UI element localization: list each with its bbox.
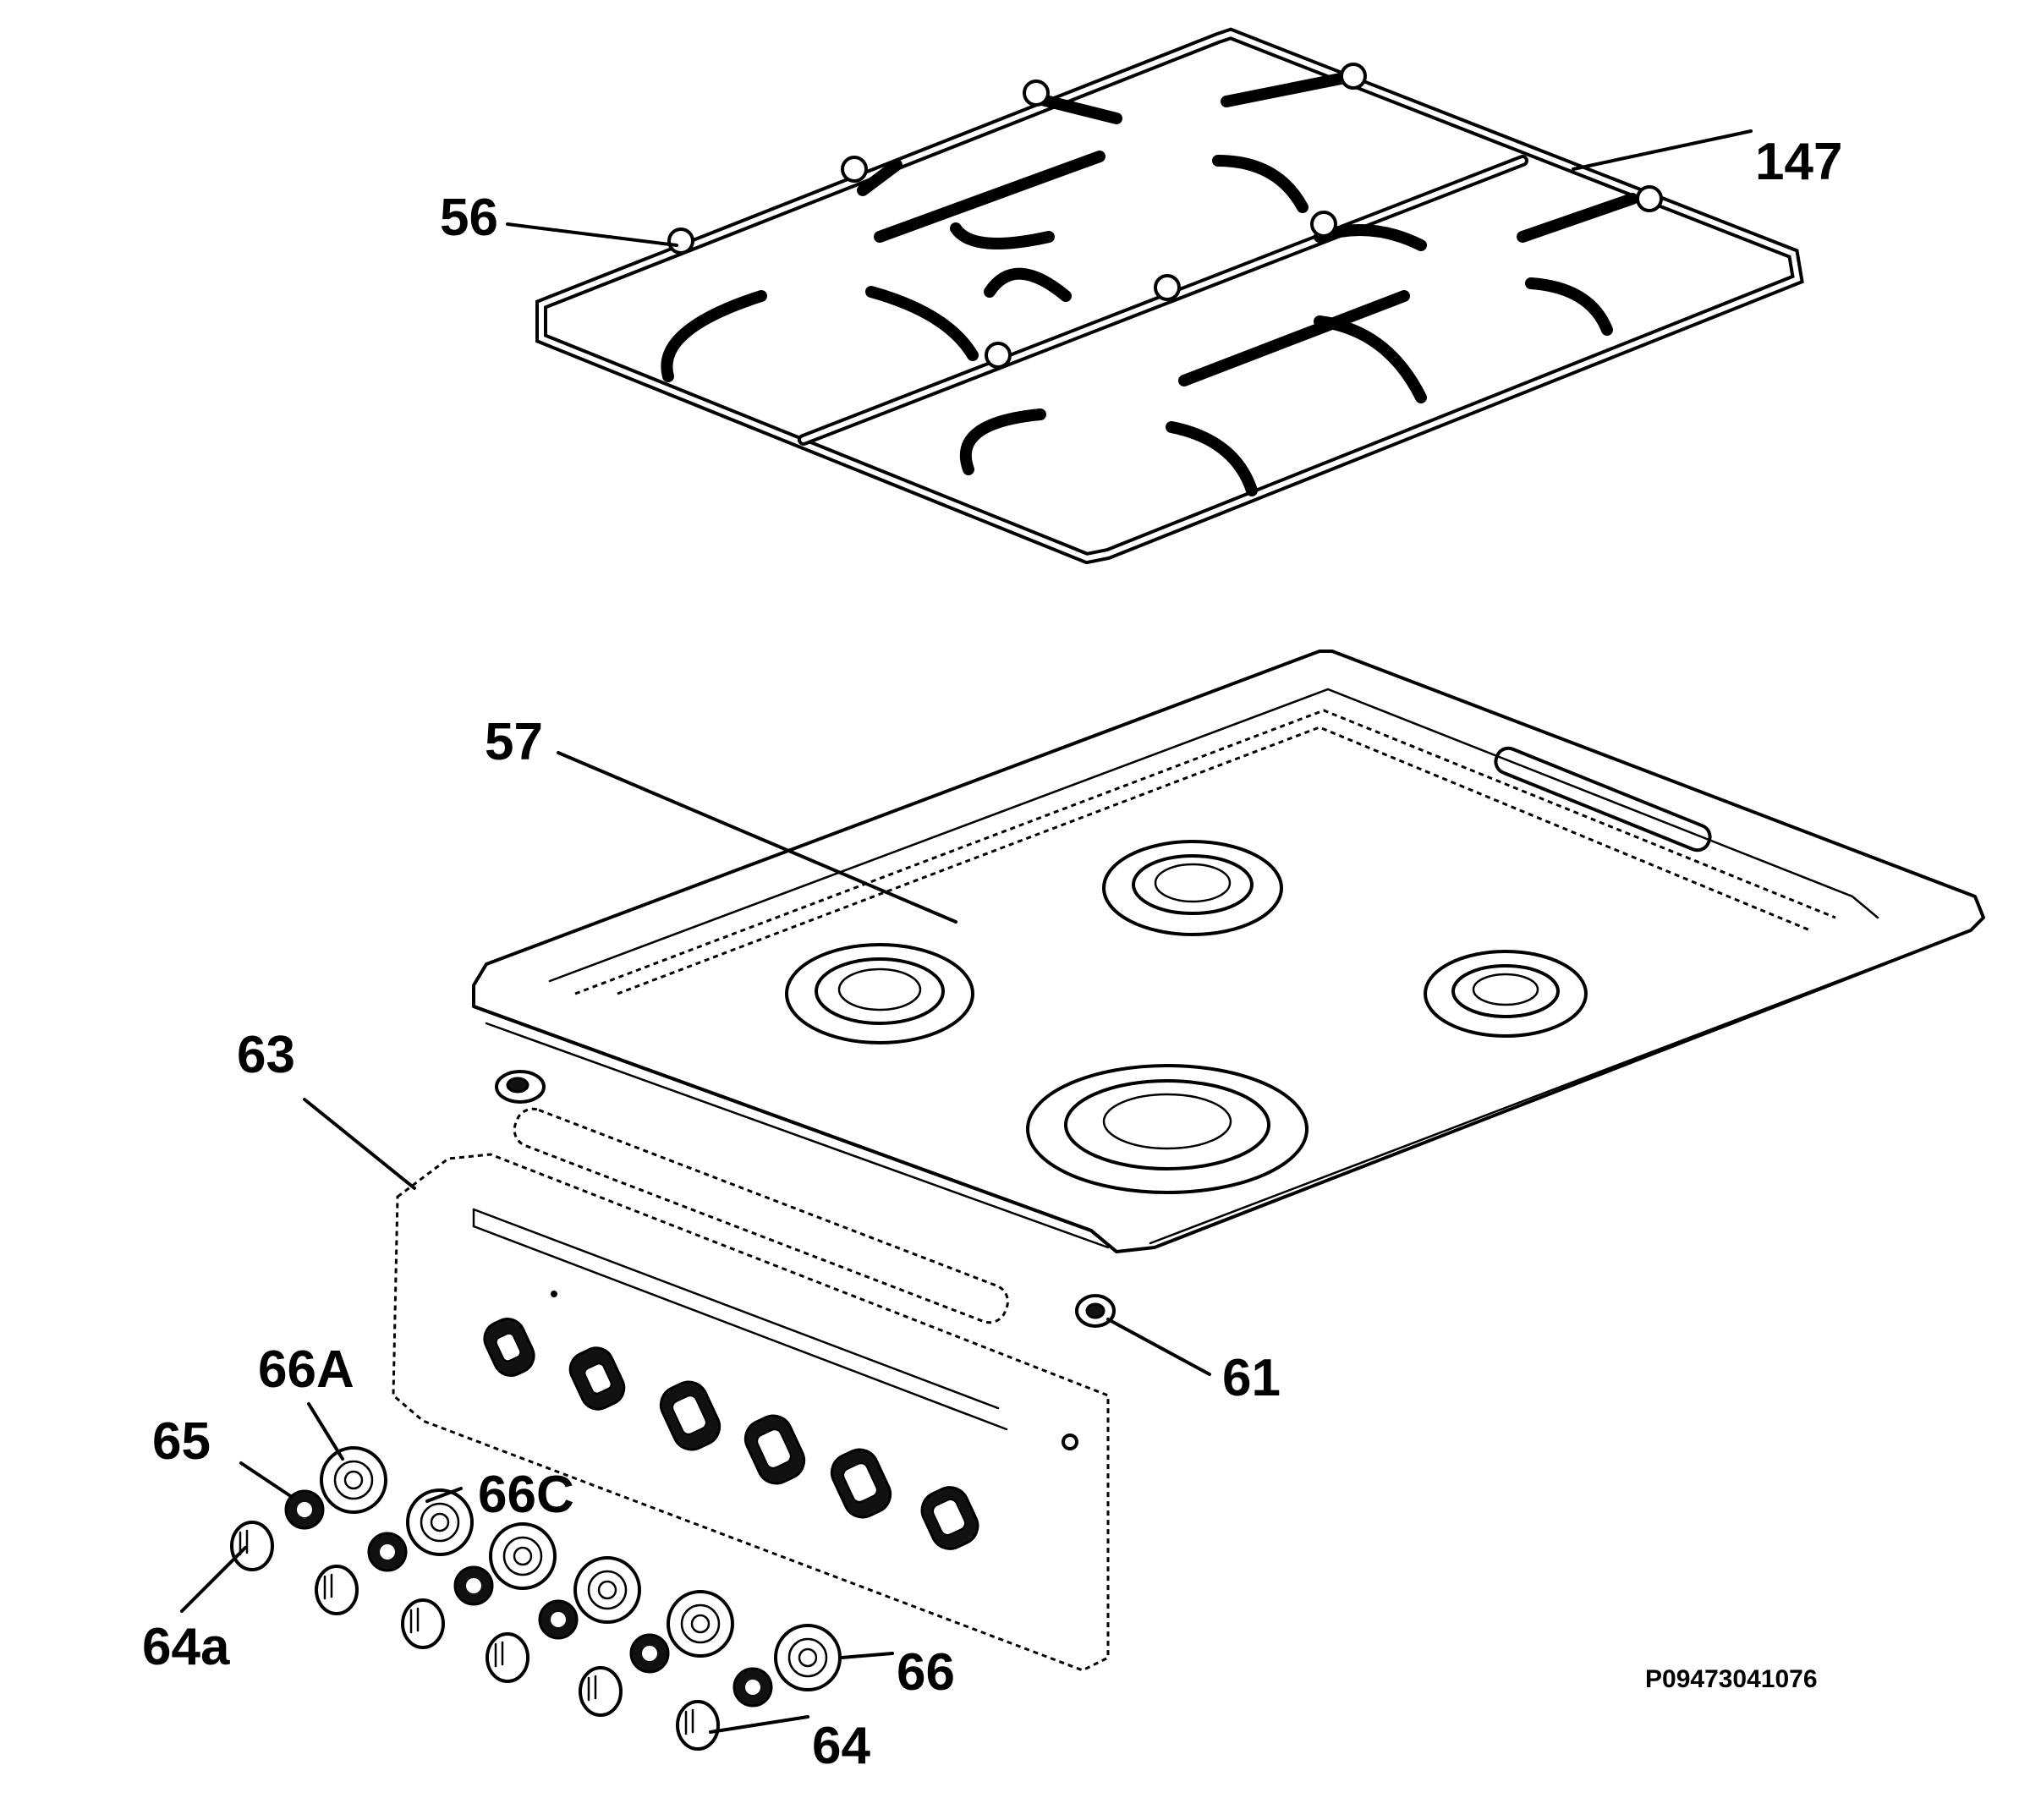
burner-right bbox=[1424, 950, 1588, 1038]
label-64: 64 bbox=[812, 1717, 870, 1775]
knob-set-2 bbox=[315, 1488, 474, 1615]
label-66C: 66C bbox=[478, 1466, 574, 1524]
leader-66C bbox=[425, 1487, 463, 1503]
hob-top-panel bbox=[472, 650, 1985, 1253]
label-63: 63 bbox=[237, 1026, 295, 1084]
leader-65 bbox=[239, 1461, 294, 1499]
burner-rear-left bbox=[785, 943, 974, 1044]
label-66: 66 bbox=[897, 1643, 955, 1702]
label-61: 61 bbox=[1222, 1349, 1281, 1407]
leader-66 bbox=[840, 1652, 894, 1659]
leader-64a bbox=[180, 1546, 247, 1613]
knob-set-1 bbox=[230, 1446, 387, 1571]
drawing-code: P09473041076 bbox=[1645, 1665, 1818, 1693]
label-65: 65 bbox=[152, 1412, 211, 1471]
part-labels: 56 147 57 63 61 66A 65 66C 64a 66 64 P09… bbox=[142, 133, 1842, 1775]
knob-assemblies bbox=[230, 1446, 842, 1751]
label-56: 56 bbox=[440, 189, 498, 247]
label-66A: 66A bbox=[258, 1340, 354, 1399]
knob-set-3 bbox=[401, 1522, 557, 1649]
burner-rear-center bbox=[1102, 840, 1283, 936]
leader-61 bbox=[1106, 1318, 1211, 1376]
fixing-screw bbox=[1075, 1294, 1116, 1328]
pan-support-grid bbox=[535, 27, 1804, 565]
leader-63 bbox=[303, 1098, 416, 1190]
knob-set-4 bbox=[486, 1556, 641, 1683]
leader-147 bbox=[1572, 129, 1753, 171]
label-64a: 64a bbox=[142, 1618, 230, 1676]
leader-64 bbox=[709, 1715, 809, 1734]
control-panel bbox=[392, 1107, 1110, 1672]
leader-57 bbox=[557, 751, 957, 924]
leader-66A bbox=[307, 1402, 344, 1461]
label-147: 147 bbox=[1755, 133, 1842, 191]
knob-set-5 bbox=[579, 1590, 734, 1717]
leader-lines bbox=[180, 129, 1753, 1734]
burner-front-center bbox=[1026, 1064, 1309, 1194]
control-panel-holes bbox=[483, 1318, 979, 1550]
leader-56 bbox=[506, 222, 678, 247]
label-57: 57 bbox=[485, 713, 543, 771]
knob-set-6 bbox=[676, 1624, 842, 1751]
